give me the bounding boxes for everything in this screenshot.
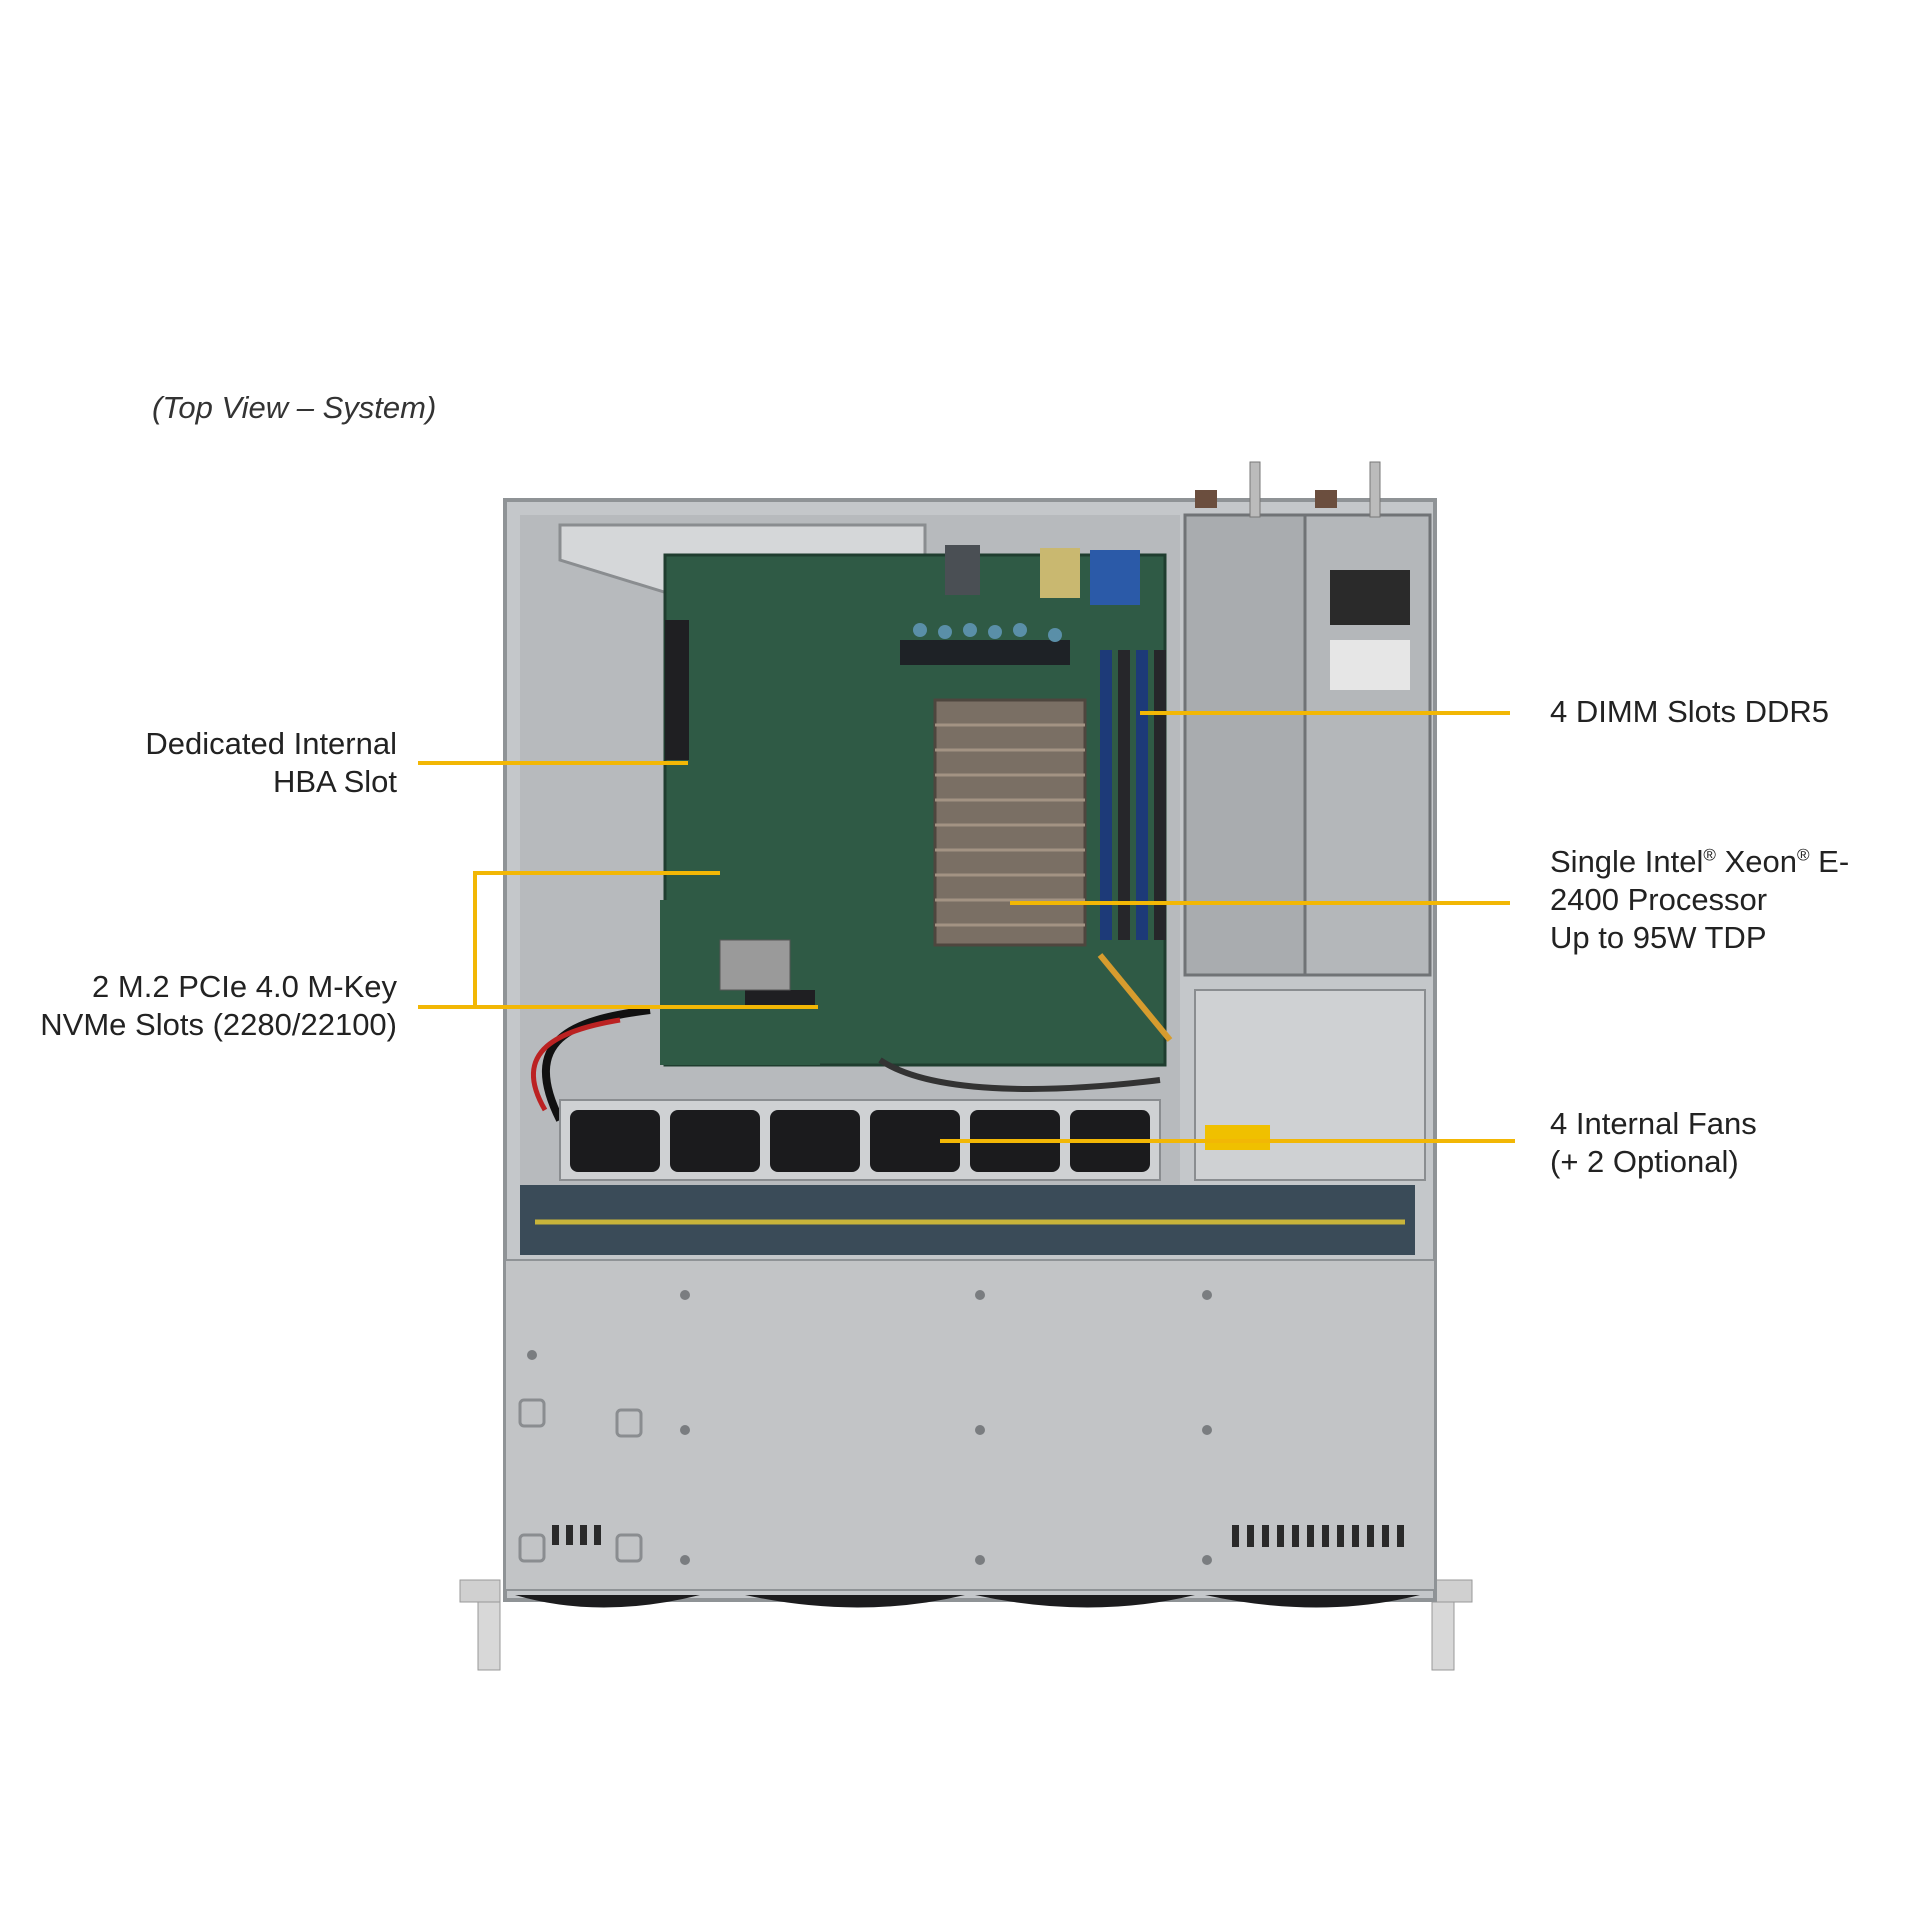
callout-fans: 4 Internal Fans (+ 2 Optional) <box>1550 1105 1757 1181</box>
cpu-heatsink <box>933 698 1087 947</box>
callout-hba: Dedicated Internal HBA Slot <box>145 725 397 801</box>
m2-slot <box>745 990 815 1008</box>
callout-dimm: 4 DIMM Slots DDR5 <box>1550 693 1829 731</box>
callout-m2-line-2: NVMe Slots (2280/22100) <box>40 1007 397 1042</box>
front-vent-slots <box>552 1525 1404 1547</box>
callout-fans-line-2: (+ 2 Optional) <box>1550 1144 1739 1179</box>
callout-hba-line-2: HBA Slot <box>272 764 397 799</box>
callout-hba-line-1: Dedicated Internal <box>145 726 397 761</box>
callout-fans-line-1: 4 Internal Fans <box>1550 1106 1757 1141</box>
callout-cpu-line-2: 2400 Processor <box>1550 882 1768 917</box>
callout-m2: 2 M.2 PCIe 4.0 M-Key NVMe Slots (2280/22… <box>40 968 397 1044</box>
dimm-slots <box>1100 650 1166 940</box>
psu-handle-1 <box>1249 461 1261 518</box>
callout-cpu: Single Intel® Xeon® E- 2400 Processor Up… <box>1550 843 1849 957</box>
callout-cpu-line-1: Single Intel® Xeon® E- <box>1550 844 1850 879</box>
callout-dimm-line-1: 4 DIMM Slots DDR5 <box>1550 694 1830 729</box>
hba-slot <box>665 620 689 760</box>
air-shroud <box>1194 989 1426 1181</box>
callout-line-m2-bracket <box>473 871 720 1007</box>
view-caption: (Top View – System) <box>152 390 437 425</box>
front-fans <box>515 1595 1420 1608</box>
psu-1 <box>1183 513 1307 977</box>
callout-m2-line-1: 2 M.2 PCIe 4.0 M-Key <box>92 969 397 1004</box>
callout-lines <box>418 711 1515 1143</box>
callout-cpu-line-3: Up to 95W TDP <box>1550 920 1767 955</box>
pcb-components <box>913 623 1062 642</box>
psu-handle-2 <box>1369 461 1381 518</box>
